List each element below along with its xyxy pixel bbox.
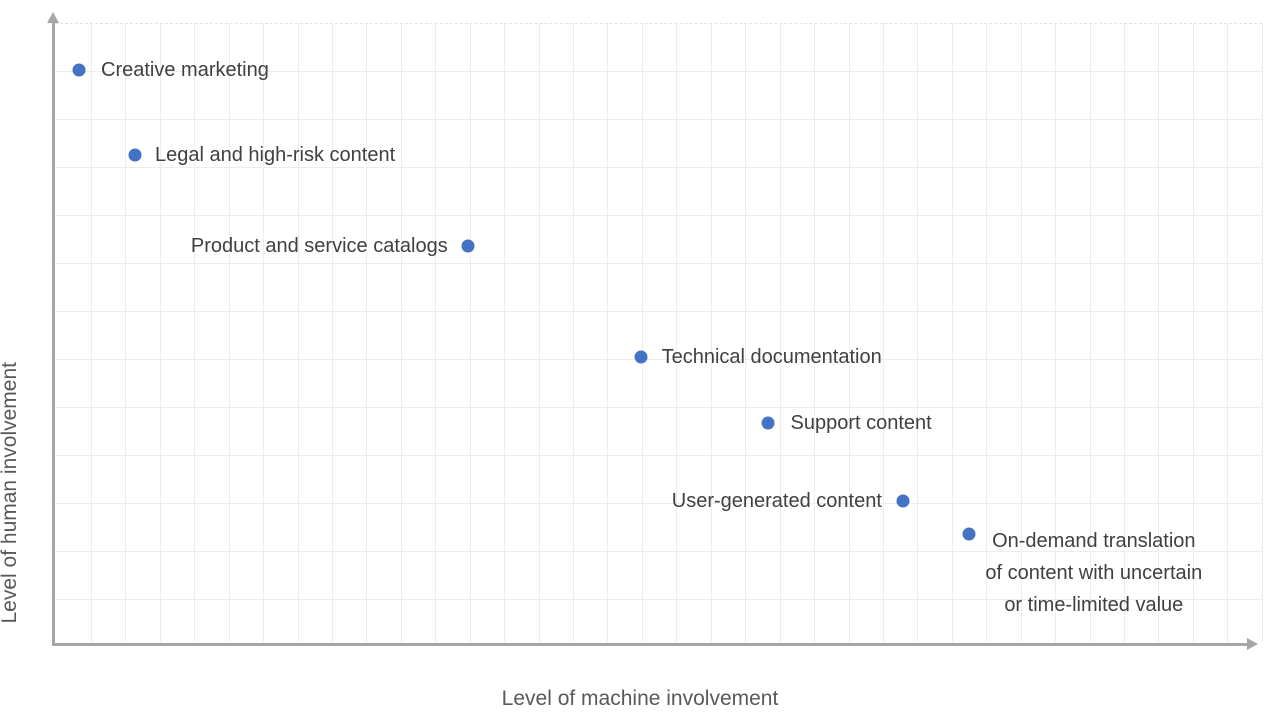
gridline-horizontal [55, 215, 1262, 216]
gridline-vertical [814, 23, 815, 642]
gridline-vertical [951, 23, 953, 642]
gridline-vertical [986, 23, 988, 642]
gridline-horizontal [55, 503, 1262, 504]
gridline-vertical [194, 23, 196, 642]
data-point-label: Creative marketing [101, 59, 269, 82]
data-point-dot [461, 239, 475, 253]
gridline-vertical [1089, 23, 1091, 642]
gridline-vertical [573, 23, 574, 642]
gridline-vertical [469, 23, 471, 642]
x-axis-line [51, 642, 1248, 646]
gridline-vertical [1192, 23, 1194, 642]
gridline-vertical [1158, 23, 1160, 642]
data-point-label: Support content [790, 411, 932, 434]
data-point-dot [128, 148, 142, 162]
data-point-label: User-generated content [671, 490, 882, 513]
gridline-vertical [1123, 23, 1125, 642]
gridline-vertical [641, 23, 643, 642]
gridline-vertical [1020, 23, 1022, 642]
data-point-label: Technical documentation [661, 346, 882, 369]
gridline-horizontal [55, 599, 1262, 600]
gridline-horizontal [55, 359, 1262, 360]
gridline-vertical [366, 23, 368, 642]
gridline-vertical [435, 23, 437, 642]
gridline-vertical [848, 23, 850, 642]
gridline-vertical [332, 23, 333, 642]
gridline-vertical [882, 23, 884, 642]
gridline-vertical [263, 23, 265, 642]
gridline-horizontal [55, 167, 1262, 168]
data-point-label: Product and service catalogs [190, 234, 448, 257]
data-point-label: Legal and high-risk content [155, 144, 396, 167]
gridline-vertical [607, 23, 609, 642]
gridline-horizontal [55, 455, 1262, 456]
gridline-vertical [297, 23, 299, 642]
gridline-vertical [125, 23, 127, 642]
gridline-horizontal [55, 71, 1262, 72]
gridline-vertical [91, 23, 92, 642]
gridline-horizontal [55, 311, 1262, 312]
gridline-vertical [504, 23, 506, 642]
y-axis-line [51, 22, 55, 646]
data-point-dot [896, 494, 910, 508]
gridline-vertical [745, 23, 747, 642]
gridline-horizontal [55, 263, 1262, 264]
gridline-vertical [400, 23, 402, 642]
data-point-dot [761, 416, 774, 430]
gridline-vertical [159, 23, 161, 642]
gridline-horizontal [55, 407, 1262, 408]
data-point-dot [72, 63, 86, 77]
gridline-vertical [228, 23, 230, 642]
data-point-label: On-demand translation of content with un… [985, 530, 1203, 617]
gridline-vertical [676, 23, 678, 642]
gridline-vertical [1261, 23, 1263, 642]
y-axis-arrow-icon [47, 12, 59, 23]
y-axis-title-text: Level of human involvement [0, 362, 21, 624]
x-axis-title: Level of machine involvement [501, 687, 779, 710]
gridline-vertical [710, 23, 712, 642]
gridline-horizontal [55, 551, 1262, 552]
gridline-vertical [779, 23, 781, 642]
data-point-dot [634, 350, 648, 364]
gridline-vertical [1055, 23, 1056, 642]
gridline-vertical [917, 23, 919, 642]
x-axis-arrow-icon [1247, 638, 1258, 650]
gridline-vertical [1227, 23, 1229, 642]
gridline-horizontal [55, 23, 1262, 24]
data-point-dot [962, 527, 976, 541]
gridline-horizontal [55, 119, 1262, 120]
gridline-vertical [538, 23, 540, 642]
